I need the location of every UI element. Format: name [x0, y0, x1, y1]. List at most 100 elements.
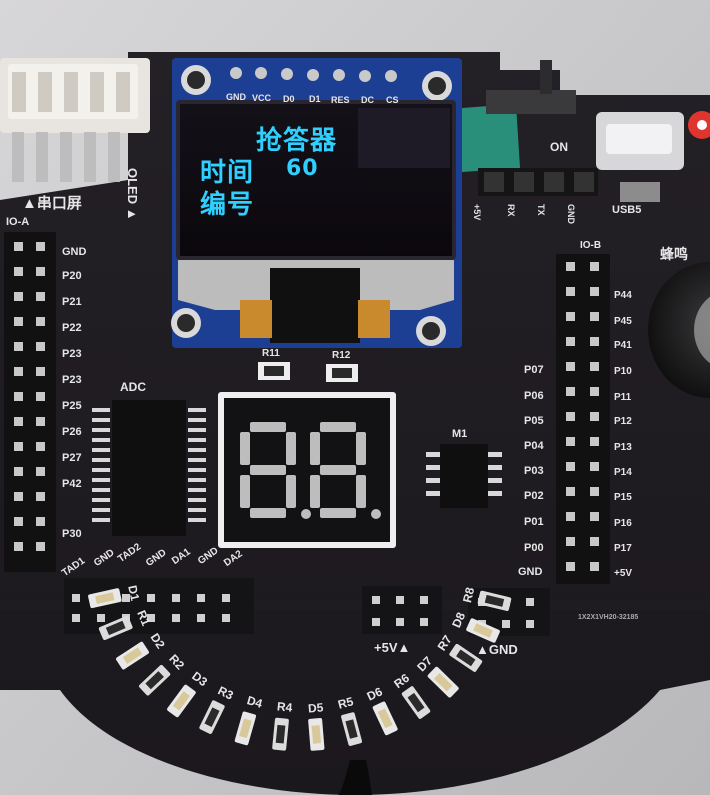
chip-pin: [188, 448, 206, 452]
chip-pin: [188, 508, 206, 512]
header-pin: [590, 437, 599, 446]
header-pin: [14, 242, 23, 251]
header-pin: [566, 412, 575, 421]
header-pin: [14, 292, 23, 301]
chip-pin: [488, 491, 502, 496]
oled-time-label: 时间: [200, 158, 255, 188]
header-pin: [566, 337, 575, 346]
header-pin: [566, 512, 575, 521]
right-pin-label: P05: [524, 415, 544, 427]
oled-number-label: 编号: [200, 190, 255, 220]
header-pin: [14, 517, 23, 526]
segment: [356, 432, 366, 465]
header-pin: [590, 412, 599, 421]
led-label: D5: [307, 699, 324, 716]
header-pin: [14, 342, 23, 351]
header-pin: [197, 614, 205, 622]
chip-pin: [92, 468, 110, 472]
header-pin: [14, 542, 23, 551]
header-pin: [590, 562, 599, 571]
right-pin-label: P15: [614, 492, 632, 503]
header-pin: [122, 594, 130, 602]
led-component: [234, 711, 257, 746]
conn-pin-5v: +5V: [472, 204, 482, 221]
chip-pin: [188, 428, 206, 432]
conn-pin-rx: RX: [506, 204, 516, 217]
segment: [286, 432, 296, 465]
header-pin: [590, 462, 599, 471]
header-pin: [590, 262, 599, 271]
chip-pin: [92, 408, 110, 412]
chip-pin: [188, 488, 206, 492]
header-pin: [147, 594, 155, 602]
segment-dot: [371, 509, 381, 519]
serial-screen-label: ▲串口屏: [22, 195, 82, 212]
header-pin: [14, 467, 23, 476]
led-component: [98, 615, 133, 641]
header-pin: [14, 492, 23, 501]
header-pin: [36, 392, 45, 401]
header-pin: [14, 392, 23, 401]
oled-pin-d0: D0: [283, 94, 295, 104]
header-pin: [566, 537, 575, 546]
right-pin-label: P14: [614, 467, 632, 478]
header-pin: [420, 618, 428, 626]
led-component: [199, 700, 225, 734]
right-pin-label: P17: [614, 543, 632, 554]
right-pin-label: P10: [614, 366, 632, 377]
segment: [250, 465, 286, 475]
chip-pin: [488, 465, 502, 470]
chip-pin: [92, 518, 110, 522]
led-component: [466, 618, 500, 643]
chip-pin: [92, 438, 110, 442]
usb-label: USB5: [612, 204, 642, 216]
led-component: [477, 590, 512, 611]
segment-dot: [301, 509, 311, 519]
left-pin-label: P20: [62, 270, 82, 282]
chip-pin: [426, 452, 440, 457]
header-pin: [14, 317, 23, 326]
left-pin-label: P42: [62, 478, 82, 490]
segment: [250, 508, 286, 518]
m1-label: M1: [452, 428, 468, 440]
right-pin-label: P11: [614, 392, 632, 403]
header-pin: [566, 312, 575, 321]
header-pin: [36, 517, 45, 526]
right-pin-label: P01: [524, 516, 544, 528]
chip-pin: [188, 408, 206, 412]
led-component: [139, 664, 171, 696]
right-pin-label: P41: [614, 340, 632, 351]
header-pin: [172, 594, 180, 602]
segment: [310, 432, 320, 465]
left-pin-label: P30: [62, 528, 82, 540]
chip-pin: [92, 508, 110, 512]
header-pin: [566, 387, 575, 396]
chip-pin: [488, 478, 502, 483]
chip-pin: [92, 448, 110, 452]
right-pin-label: P13: [614, 442, 632, 453]
adc-label: ADC: [120, 380, 146, 394]
led-component: [116, 641, 149, 670]
buzzer-label: 蜂鸣: [660, 246, 688, 262]
header-pin: [36, 267, 45, 276]
segment: [320, 508, 356, 518]
led-component: [427, 666, 459, 698]
chip-pin: [92, 428, 110, 432]
chip-pin: [92, 458, 110, 462]
right-pin-label: GND: [518, 566, 543, 578]
led-component: [401, 686, 431, 719]
header-pin: [147, 614, 155, 622]
header-pin: [197, 594, 205, 602]
right-pin-label: P07: [524, 364, 544, 376]
right-pin-label: P45: [614, 316, 632, 327]
chip-pin: [426, 478, 440, 483]
power-5v-label: +5V▲: [374, 640, 411, 655]
chip-pin: [188, 498, 206, 502]
header-pin: [526, 620, 534, 628]
chip-pin: [188, 418, 206, 422]
led-component: [308, 718, 325, 751]
segment: [240, 432, 250, 465]
header-pin: [72, 594, 80, 602]
led-component: [372, 701, 398, 736]
header-pin: [590, 487, 599, 496]
